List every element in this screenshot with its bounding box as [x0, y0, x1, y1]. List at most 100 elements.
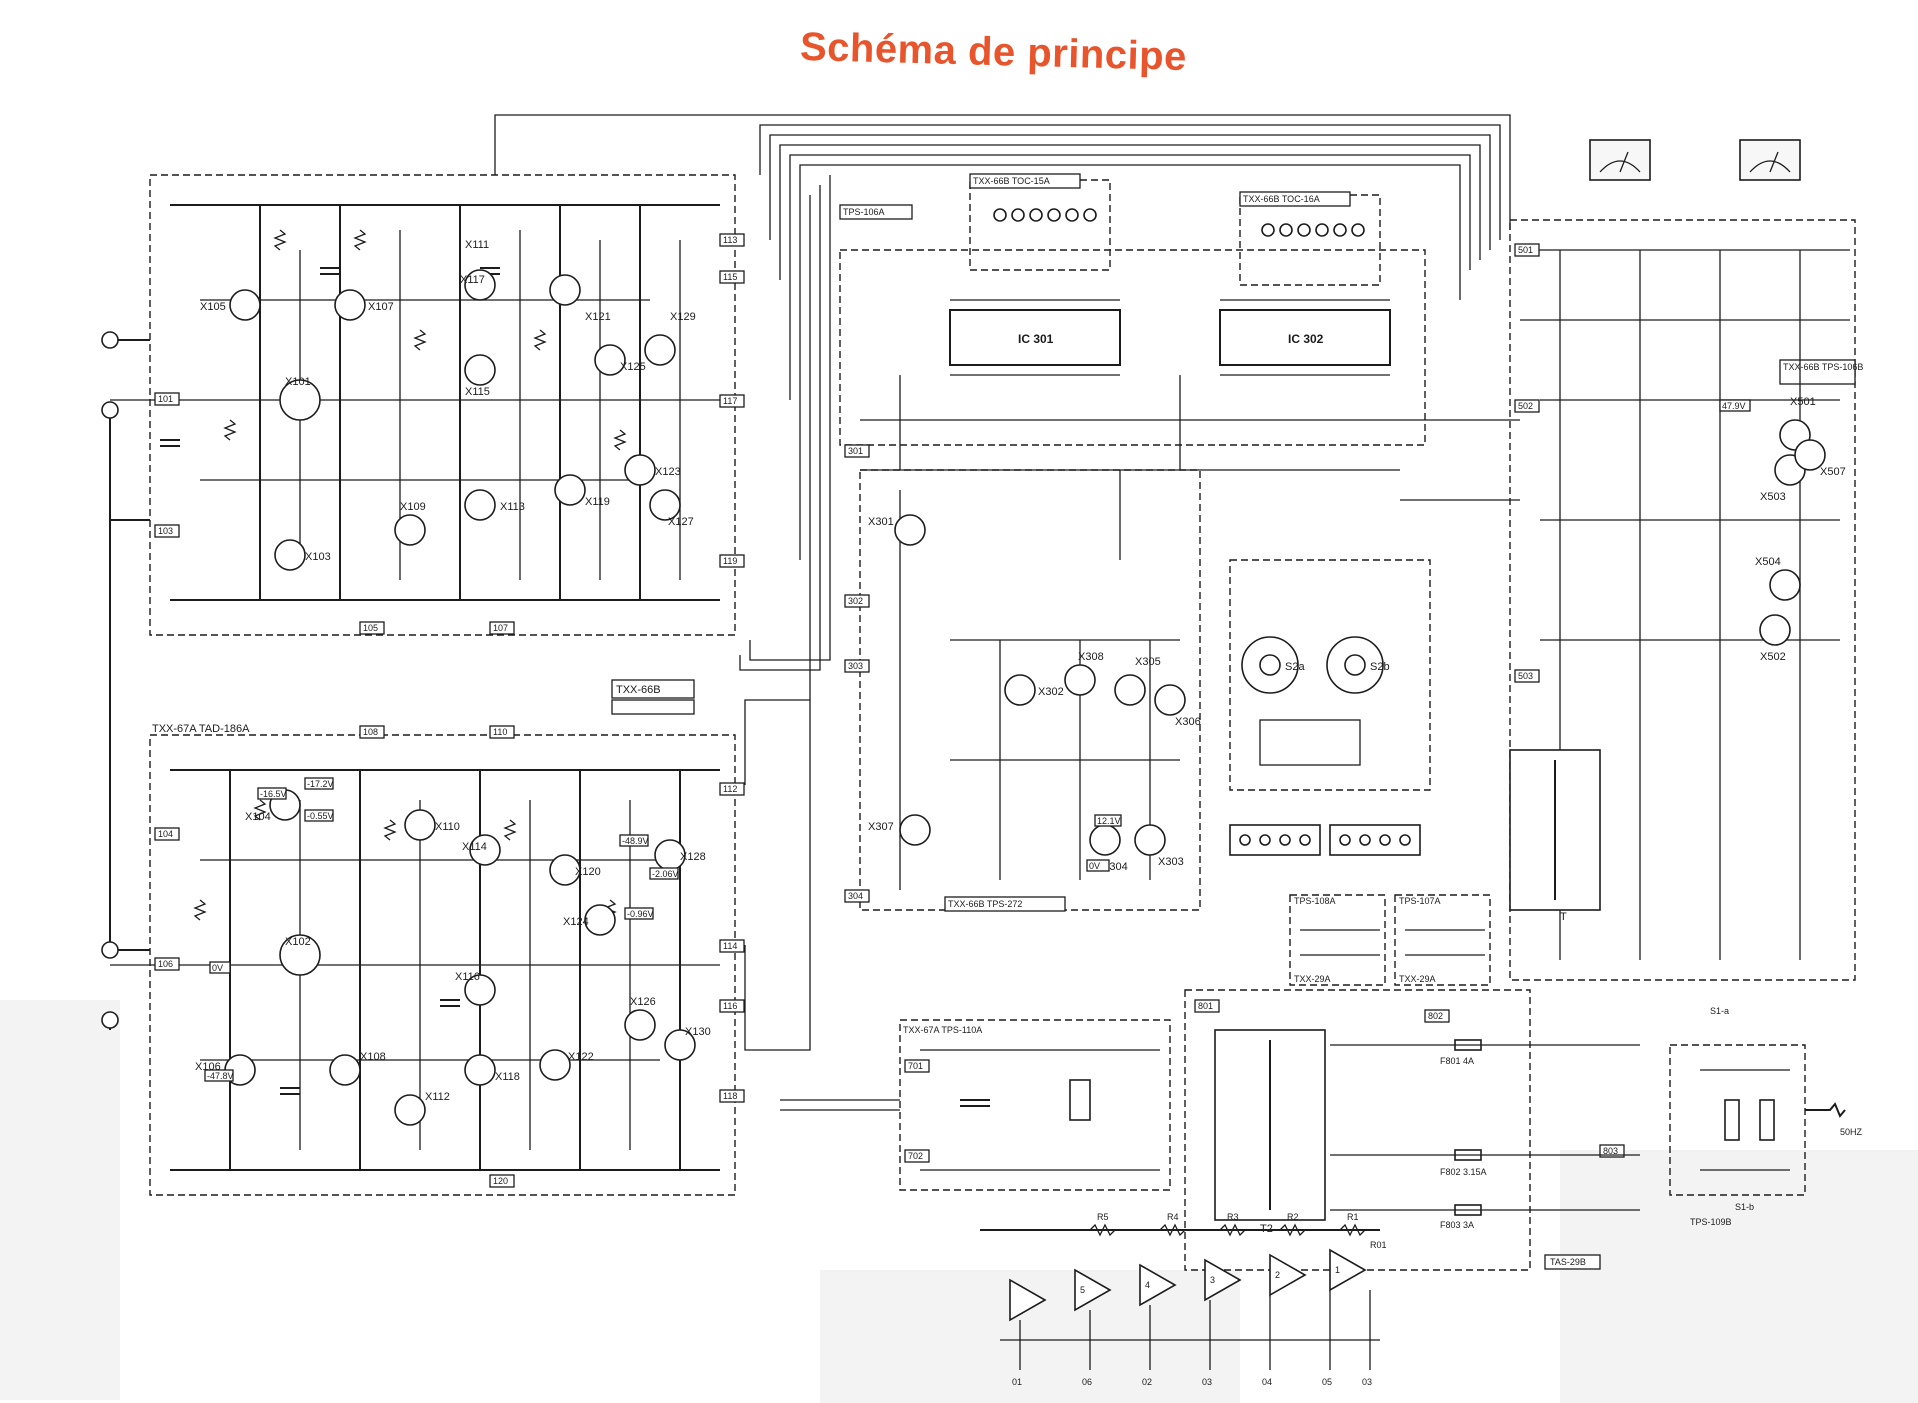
output-label: 06 — [1082, 1377, 1092, 1387]
module-label: TXX-29A — [1294, 974, 1331, 984]
terminal-114: 114 — [723, 941, 737, 951]
terminal-117: 117 — [723, 396, 737, 406]
transistor-label: X122 — [568, 1051, 594, 1063]
output-label: 05 — [1322, 1377, 1332, 1387]
module-label: TXX-67A TAD-186A — [152, 723, 250, 735]
module-label: TXX-66B TPS-106B — [1783, 362, 1863, 372]
transistor-label: X306 — [1175, 716, 1201, 728]
terminal-304: 304 — [848, 891, 863, 901]
terminal-701: 701 — [908, 1061, 923, 1071]
transistor-label: X115 — [465, 386, 490, 398]
terminal-116: 116 — [723, 1001, 737, 1011]
terminal-105: 105 — [363, 623, 378, 633]
voltage-label: 0V — [212, 963, 223, 973]
output-label: 01 — [1012, 1377, 1022, 1387]
transistor-label: X104 — [245, 811, 271, 823]
voltage-label: -2.06V — [652, 869, 679, 879]
terminal-503: 503 — [1518, 671, 1533, 681]
transistor-label: X123 — [655, 466, 681, 478]
voltage-label: -0.55V — [307, 811, 334, 821]
center-driver-module: TXX-66B TPS-272 X301 X307 X302 X308 X305… — [844, 444, 1201, 912]
transistor-label: X129 — [670, 311, 696, 323]
transistor-label: X101 — [285, 376, 311, 388]
resistor-label: R2 — [1287, 1212, 1299, 1222]
transistor-label: X121 — [585, 311, 611, 323]
stage-label: 5 — [1080, 1285, 1085, 1295]
transistor-label: X102 — [285, 936, 311, 948]
terminal-502: 502 — [1518, 401, 1533, 411]
led-bar-left — [993, 208, 1097, 222]
transistor-label: X124 — [563, 916, 589, 928]
terminal-113: 113 — [723, 235, 737, 245]
terminal-103: 103 — [158, 526, 173, 536]
terminal-702: 702 — [908, 1151, 923, 1161]
transistor-label: X113 — [500, 501, 525, 513]
voltage-label: -48.9V — [622, 836, 649, 846]
transformer-label: T — [1560, 911, 1567, 923]
output-label: 02 — [1142, 1377, 1152, 1387]
led-bar-right — [1261, 223, 1365, 237]
module-label: TXX-66B TOC-16A — [1243, 194, 1320, 204]
terminal-108: 108 — [363, 727, 378, 737]
wire-harness — [494, 114, 1520, 1111]
terminal-802: 802 — [1428, 1011, 1443, 1021]
transistor-label: X301 — [868, 516, 894, 528]
switch-label: S1-a — [1710, 1006, 1729, 1016]
output-label: 03 — [1202, 1377, 1212, 1387]
mains-switch-module: TPS-109B S1-a S1-b 50HZ — [1669, 1006, 1863, 1227]
module-label: TXX-66B — [616, 684, 661, 696]
terminal-119: 119 — [723, 556, 737, 566]
terminal-501: 501 — [1518, 245, 1533, 255]
terminal-803: 803 — [1603, 1146, 1618, 1156]
transistor-label: X114 — [462, 841, 487, 853]
transistor-label: X305 — [1135, 656, 1161, 668]
terminal-302: 302 — [848, 596, 863, 606]
voltage-label: -47.8V — [207, 1071, 234, 1081]
terminal-112: 112 — [723, 784, 737, 794]
switch-label: S2a — [1285, 661, 1305, 673]
module-label: TXX-66B TOC-15A — [973, 176, 1050, 186]
ic-label: IC 301 — [1018, 332, 1054, 346]
transistor-label: X130 — [685, 1026, 711, 1038]
output-label: 03 — [1362, 1377, 1372, 1387]
transistor-label: X308 — [1078, 651, 1104, 663]
stage-label: 4 — [1145, 1280, 1150, 1290]
module-label: TPS-108A — [1294, 896, 1336, 906]
bottom-amplifier-module: TXX-66B TXX-67A TAD-186A — [101, 679, 745, 1196]
stage-label: 1 — [1335, 1265, 1340, 1275]
transistor-label: X110 — [435, 821, 460, 833]
terminal-120: 120 — [493, 1176, 508, 1186]
terminal-101: 101 — [158, 394, 173, 404]
resistor-label: R3 — [1227, 1212, 1239, 1222]
fuse-label: F803 3A — [1440, 1220, 1474, 1230]
mains-label: 50HZ — [1840, 1127, 1863, 1137]
fuse-label: F801 4A — [1440, 1056, 1474, 1066]
transistor-label: X109 — [400, 501, 426, 513]
transistor-label: X105 — [200, 301, 226, 313]
center-ic-module: TXX-66B TOC-15A TXX-66B TOC-16A TPS-106A… — [839, 173, 1426, 471]
comparator-ladder: R5 R4 R3 R2 R1 R01 5 4 3 2 1 01 — [980, 1212, 1387, 1387]
terminal-118: 118 — [723, 1091, 737, 1101]
transistor-label: X117 — [460, 274, 485, 286]
transistor-label: X112 — [425, 1091, 450, 1103]
relay-modules: TPS-108A TPS-107A TXX-29A TXX-29A — [1289, 894, 1491, 986]
transistor-label: X120 — [575, 866, 601, 878]
module-label: TAS-29B — [1550, 1257, 1586, 1267]
resistor-label: R01 — [1370, 1240, 1387, 1250]
top-amplifier-module: X105 X107 X111 X117 X121 X129 X101 X115 … — [101, 174, 745, 700]
terminal-801: 801 — [1198, 1001, 1213, 1011]
terminal-115: 115 — [723, 272, 737, 282]
transistor-label: X119 — [585, 496, 610, 508]
module-label: TXX-67A TPS-110A — [903, 1025, 982, 1035]
transistor-label: X111 — [465, 239, 489, 251]
transistor-label: X504 — [1755, 556, 1781, 568]
transistor-label: X128 — [680, 851, 706, 863]
main-transformer: T2 TAS-29B 801 802 803 F801 4A F802 3.15… — [1184, 989, 1640, 1271]
power-supply-module: TXX-67A TPS-110A 701 702 — [899, 1019, 1171, 1191]
module-label: TXX-66B TPS-272 — [948, 899, 1022, 909]
terminal-301: 301 — [848, 446, 863, 456]
transistor-label: X125 — [620, 361, 646, 373]
ic-label: IC 302 — [1288, 332, 1324, 346]
resistor-label: R5 — [1097, 1212, 1109, 1222]
